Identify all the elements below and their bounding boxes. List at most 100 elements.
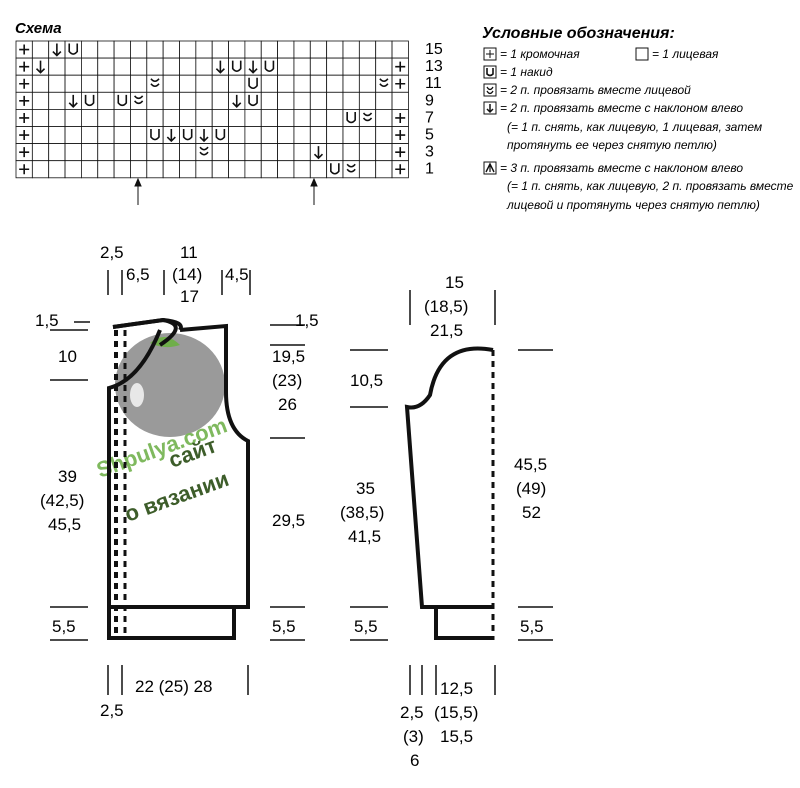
chart-cell xyxy=(375,91,393,110)
chart-cell xyxy=(48,126,66,145)
chart-cell xyxy=(277,40,295,59)
chart-cell xyxy=(31,109,50,127)
front-neck-width: 6,5 xyxy=(126,265,150,284)
front-rib-left: 5,5 xyxy=(52,617,76,636)
chart-cell xyxy=(81,126,99,145)
chart-cell xyxy=(293,57,311,76)
edge-stitch-symbol xyxy=(395,112,406,123)
chart-cell xyxy=(244,91,262,110)
chart-cell xyxy=(146,57,164,76)
sleeve-pattern: 15 (18,5) 21,5 10,5 35 (38,5) 41,5 45,5 … xyxy=(340,273,553,770)
chart-cell xyxy=(31,126,50,145)
chart-cell xyxy=(113,109,131,127)
yarn-over-symbol xyxy=(248,77,258,90)
yarn-over-symbol xyxy=(248,94,258,107)
chart-cell xyxy=(179,143,197,162)
chart-cell xyxy=(391,40,409,59)
chart-cell xyxy=(146,109,164,127)
chart-cell xyxy=(326,109,344,127)
row-number: 1 xyxy=(425,161,434,178)
front-pattern: 2,5 6,5 11 (14) 17 4,5 1,5 1,5 10 19,5 (… xyxy=(35,243,319,720)
chart-cell xyxy=(342,143,360,162)
sleeve-bottom-3: (3) xyxy=(403,727,424,746)
chart-cell xyxy=(342,160,360,179)
chart-cell xyxy=(309,126,328,145)
chart-cell xyxy=(260,126,279,145)
chart-cell xyxy=(326,143,344,162)
chart-cell xyxy=(358,126,377,145)
sleeve-cuff-1: 12,5 xyxy=(440,679,473,698)
chart-cell xyxy=(375,143,393,162)
chart-cell xyxy=(113,143,131,162)
front-side: 29,5 xyxy=(272,511,305,530)
sleeve-length-3: 41,5 xyxy=(348,527,381,546)
stitch-chart xyxy=(15,40,409,179)
chart-cell xyxy=(162,40,180,59)
chart-cell xyxy=(195,143,213,162)
edge-stitch-symbol xyxy=(19,61,30,72)
chart-cell xyxy=(130,40,148,59)
chart-cell xyxy=(81,40,99,59)
chart-cell xyxy=(326,40,344,59)
edge-stitch-symbol xyxy=(19,164,30,175)
ssk-symbol xyxy=(68,94,78,108)
ssk-symbol xyxy=(52,43,62,57)
sleeve-cuff-3: 15,5 xyxy=(440,727,473,746)
yarn-over-symbol xyxy=(330,163,340,175)
row-number: 5 xyxy=(425,127,434,144)
chart-cell xyxy=(97,126,115,145)
sleeve-cuff-2: (15,5) xyxy=(434,703,478,722)
chart-cell xyxy=(326,57,344,76)
chart-cell xyxy=(130,126,148,145)
ssk-symbol xyxy=(35,60,46,74)
row-number: 9 xyxy=(425,92,434,109)
sleeve-bottom-6: 6 xyxy=(410,751,419,770)
sleeve-top-1: 15 xyxy=(445,273,464,292)
chart-cell xyxy=(146,126,164,145)
chart-cell xyxy=(113,160,131,179)
chart-cell xyxy=(228,109,246,127)
watermark: Shpulya.com сайт о вязании xyxy=(93,333,232,527)
chart-cell xyxy=(162,143,180,162)
chart-cell xyxy=(162,109,180,127)
chart-cell xyxy=(179,74,197,93)
legend-edge-text: = 1 кромочная xyxy=(500,47,580,61)
chart-cell xyxy=(244,126,262,145)
chart-cell xyxy=(309,74,328,93)
chart-cell xyxy=(277,57,295,76)
chart-cell xyxy=(81,143,99,162)
chart-cell xyxy=(31,160,50,179)
chart-cell xyxy=(342,74,360,93)
chart-cell xyxy=(375,126,393,145)
chart-cell xyxy=(260,40,279,59)
chart-cell xyxy=(31,143,50,162)
edge-stitch-symbol xyxy=(19,44,30,55)
chart-cell xyxy=(97,143,115,162)
watermark-line3: о вязании xyxy=(121,466,232,527)
chart-cell xyxy=(179,160,197,179)
chart-cell xyxy=(391,91,409,110)
chart-cell xyxy=(211,143,229,162)
chart-cell xyxy=(179,126,197,145)
chart-cell xyxy=(146,91,164,110)
yarn-over-symbol xyxy=(264,60,275,72)
k2tog-symbol xyxy=(134,95,144,105)
chart-cell xyxy=(228,160,246,179)
chart-cell xyxy=(375,74,393,93)
chart-cell xyxy=(342,40,360,59)
k2tog-symbol xyxy=(150,78,160,88)
sleeve-length-1: 35 xyxy=(356,479,375,498)
edge-stitch-symbol xyxy=(395,61,406,72)
knit-stitch-icon xyxy=(635,47,649,61)
legend-title: Условные обозначения: xyxy=(482,25,675,42)
chart-cell xyxy=(195,91,213,110)
yarn-over-symbol xyxy=(182,129,193,141)
front-armhole-3: 26 xyxy=(278,395,297,414)
chart-cell xyxy=(358,40,377,59)
edge-stitch-symbol xyxy=(19,78,30,89)
front-length-1: 39 xyxy=(58,467,77,486)
chart-cell xyxy=(162,57,180,76)
chart-cell xyxy=(195,160,213,179)
